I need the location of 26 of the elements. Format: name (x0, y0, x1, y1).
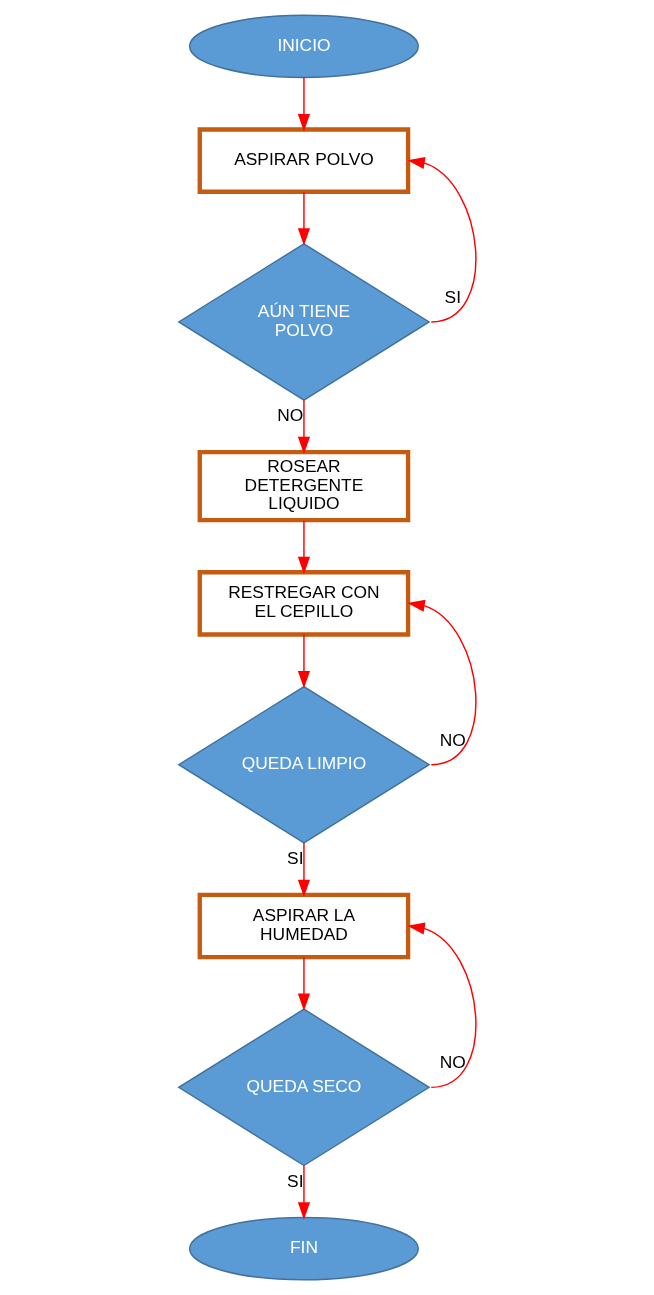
node-box: ASPIRAR LA HUMEDAD (197, 892, 410, 960)
edge-label: SI (286, 847, 303, 868)
arrow (297, 956, 310, 1011)
node-box: ROSEAR DETERGENTE LIQUIDO (197, 450, 410, 523)
arrow (297, 519, 310, 575)
node-diamond: QUEDA SECO (176, 1008, 430, 1167)
arrow (297, 842, 310, 898)
arrow (406, 599, 476, 766)
node-diamond: AÚN TIENE POLVO (176, 242, 430, 401)
node-box: RESTREGAR CON EL CEPILLO (197, 570, 410, 637)
edge-label: NO (439, 729, 466, 750)
arrow (297, 633, 310, 689)
edge-label: SI (286, 1170, 303, 1191)
edge-label: SI (444, 286, 461, 307)
node-diamond: QUEDA LIMPIO (176, 685, 430, 844)
arrow (297, 76, 310, 132)
node-ellipse: INICIO (188, 14, 419, 79)
node-box: ASPIRAR POLVO (197, 127, 410, 194)
edge-label: NO (276, 405, 303, 426)
node-ellipse: FIN (188, 1216, 419, 1281)
arrow (406, 156, 476, 323)
arrow (297, 191, 310, 246)
edge-label: NO (439, 1052, 466, 1073)
arrow (297, 1165, 310, 1220)
arrow (406, 922, 476, 1089)
arrow (297, 399, 310, 455)
